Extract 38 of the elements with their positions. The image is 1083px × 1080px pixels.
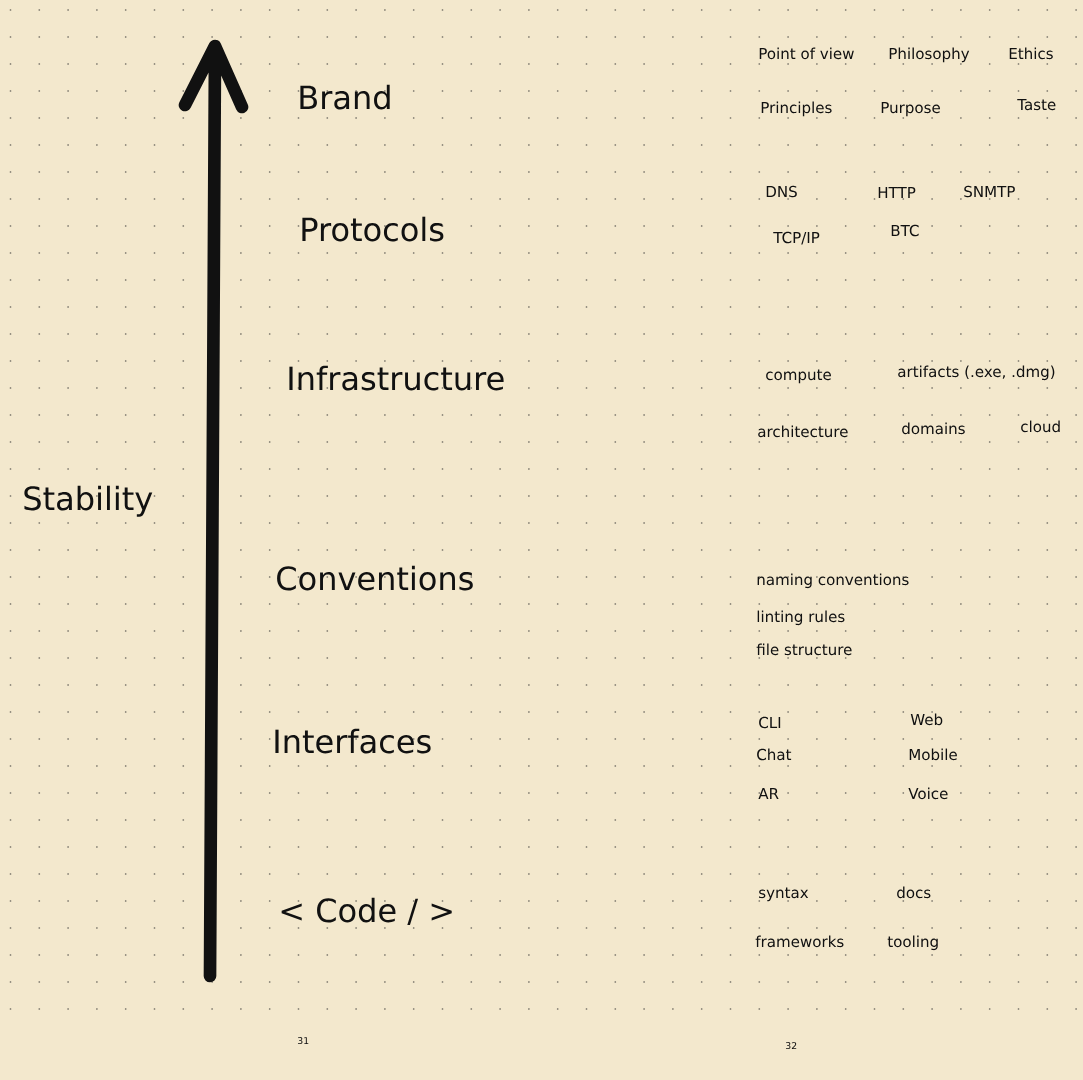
example-term: Mobile	[909, 748, 957, 761]
example-term: TCP/IP	[773, 231, 820, 245]
level-heading: < Code / >	[281, 897, 452, 925]
page-number: 31	[298, 1037, 309, 1045]
example-term: cloud	[1021, 420, 1060, 433]
example-term: Ethics	[1009, 47, 1053, 60]
example-term: compute	[766, 369, 831, 384]
example-term: AR	[758, 788, 779, 799]
example-term: linting rules	[757, 610, 845, 626]
example-term: Point of view	[759, 47, 854, 60]
example-term: Web	[910, 713, 943, 726]
example-term: Taste	[1017, 99, 1056, 111]
example-term: DNS	[766, 185, 797, 198]
example-term: file structure	[756, 643, 852, 656]
example-term: CLI	[759, 716, 781, 729]
example-term: HTTP	[878, 187, 916, 198]
example-term: frameworks	[755, 935, 844, 948]
level-heading: Protocols	[302, 216, 444, 242]
axis-label: Stability	[24, 485, 153, 517]
example-term: Principles	[761, 101, 832, 117]
example-term: Philosophy	[889, 47, 970, 63]
example-term: naming conventions	[757, 573, 909, 589]
example-term: Chat	[757, 748, 792, 761]
level-heading: Brand	[300, 84, 390, 110]
example-term: Voice	[908, 787, 948, 800]
example-term: Purpose	[881, 102, 940, 117]
level-heading: Infrastructure	[289, 365, 504, 391]
example-term: syntax	[759, 887, 809, 902]
example-term: domains	[902, 422, 965, 435]
level-heading: Conventions	[277, 565, 473, 591]
page-number: 32	[786, 1042, 797, 1050]
example-term: artifacts (.exe, .dmg)	[898, 365, 1055, 381]
example-term: SNMTP	[964, 185, 1015, 198]
example-term: architecture	[758, 425, 848, 438]
example-term: BTC	[891, 224, 919, 237]
example-term: tooling	[887, 935, 938, 951]
example-term: docs	[897, 886, 931, 899]
level-heading: Interfaces	[275, 728, 431, 754]
